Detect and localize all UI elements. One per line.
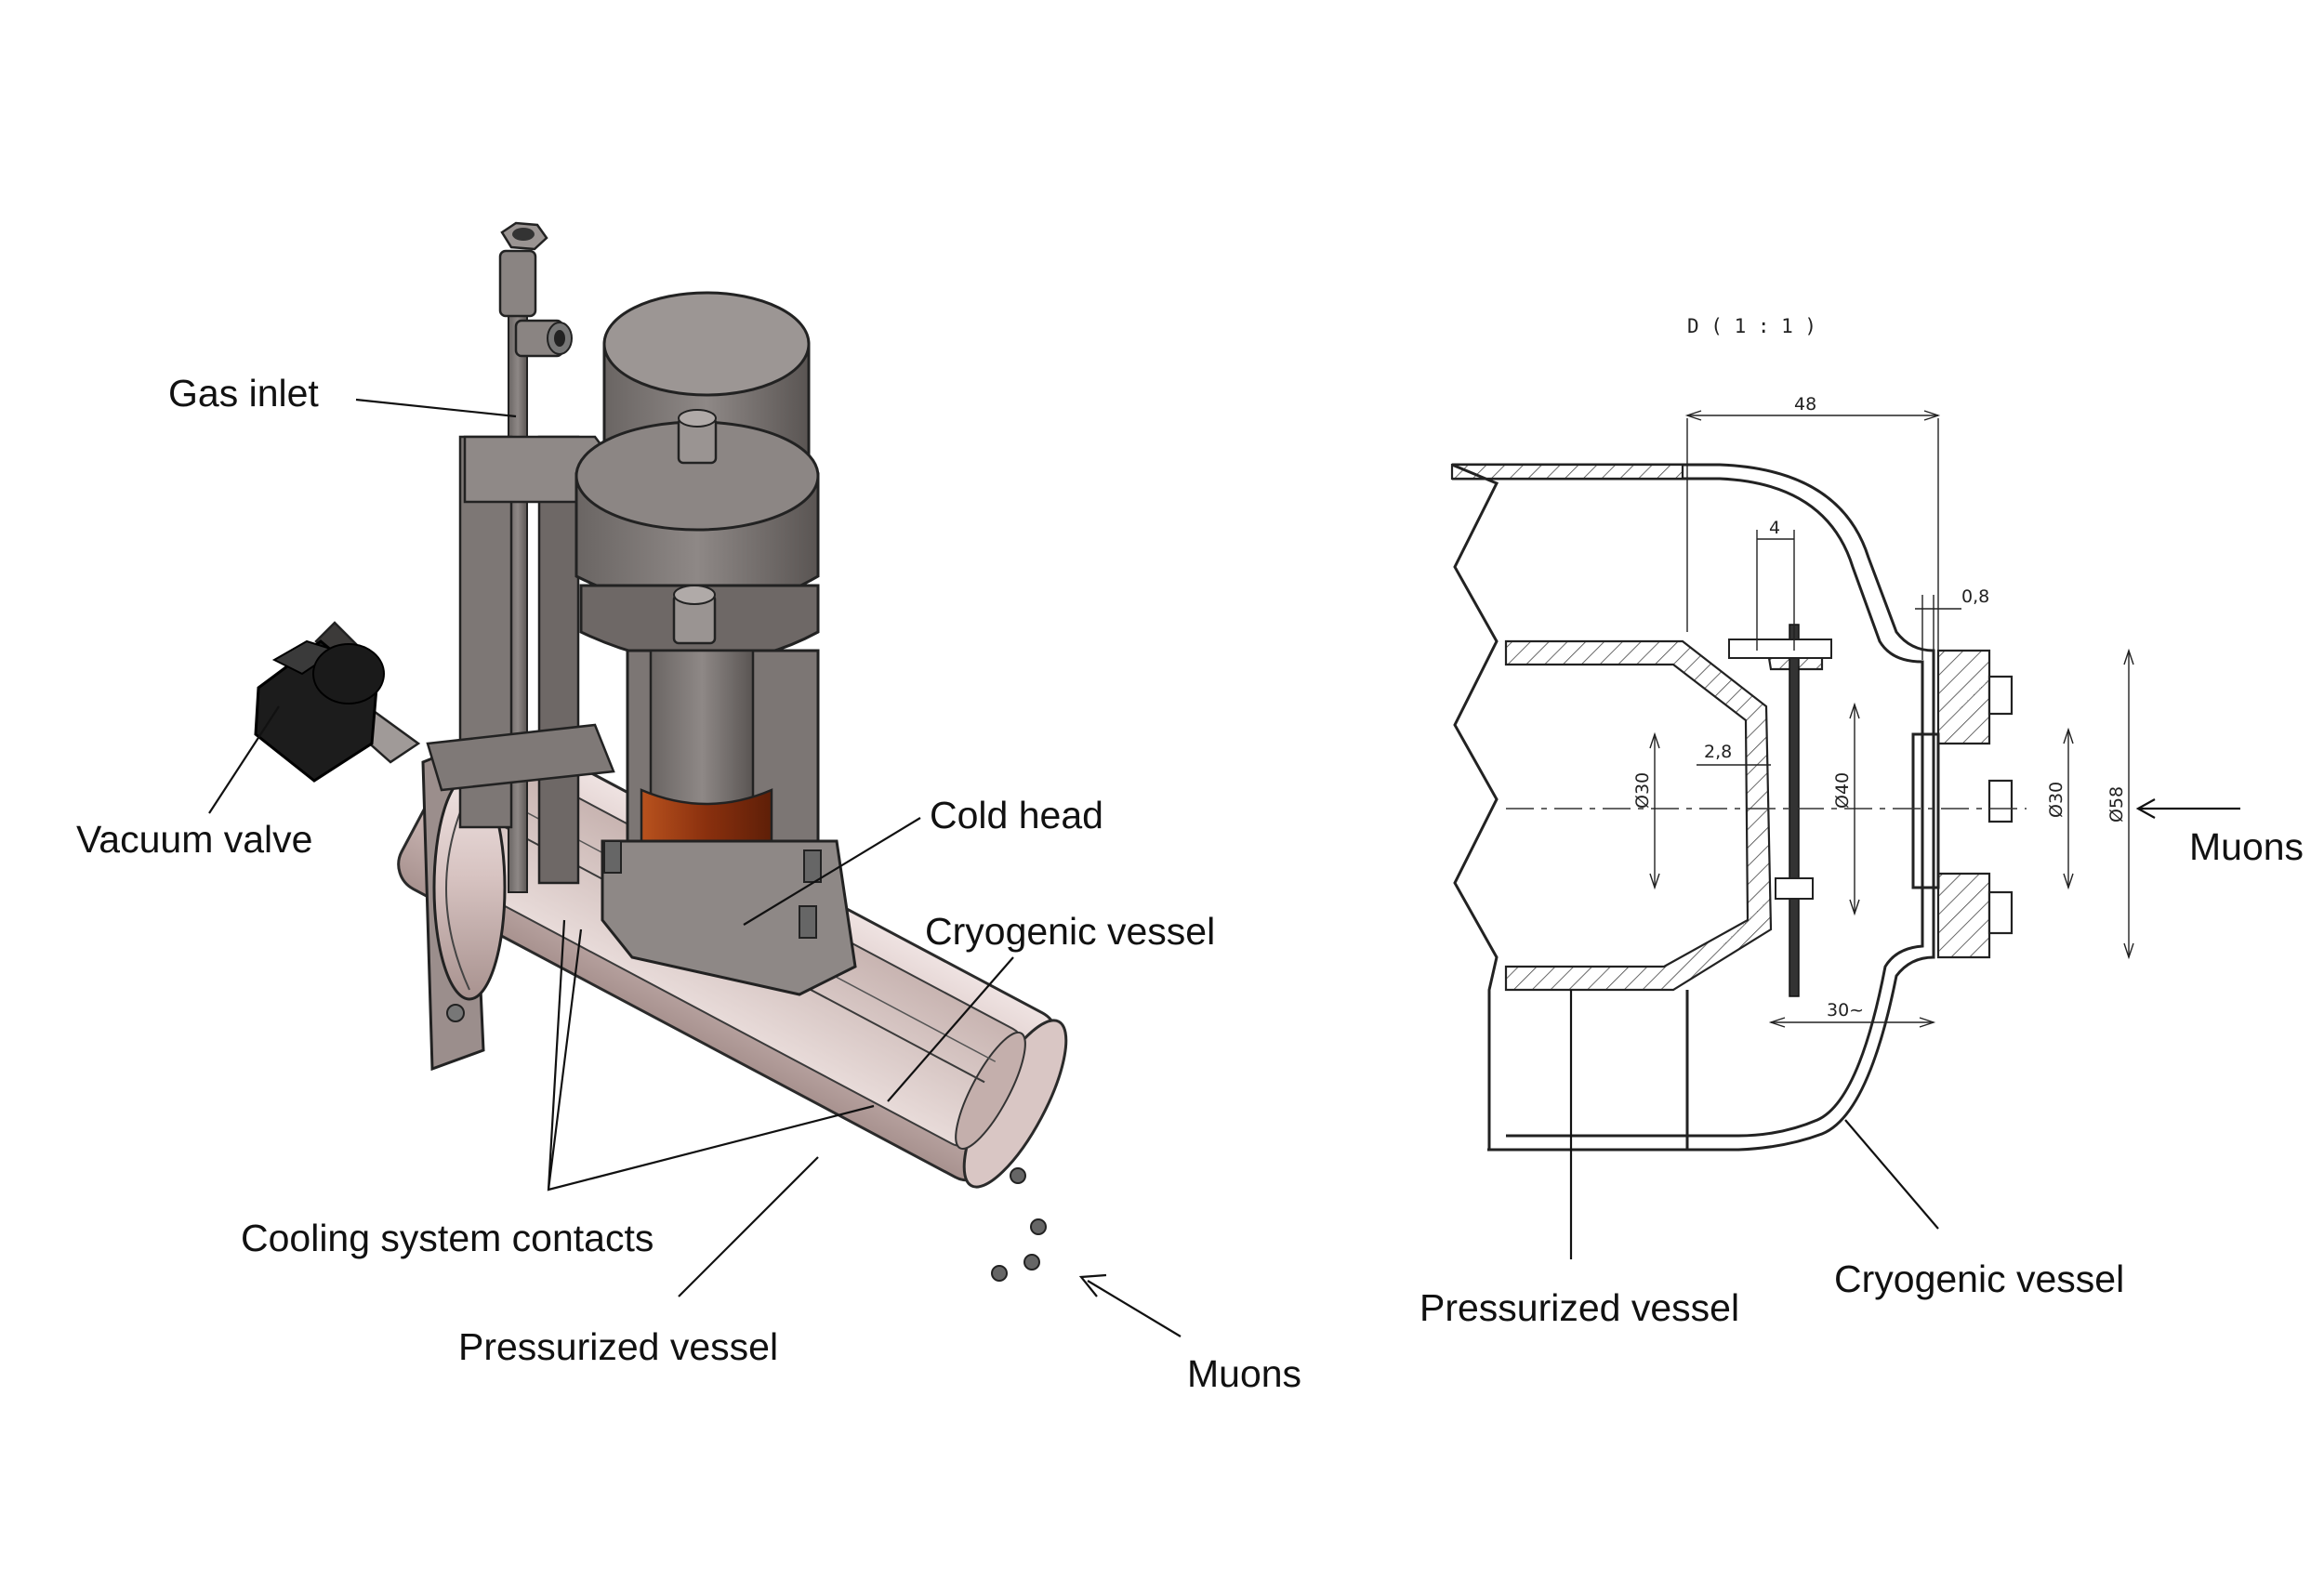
cutaway-view: [254, 221, 1068, 1282]
dim-48: 48: [1794, 394, 1816, 415]
label-muons-left: Muons: [1187, 1352, 1301, 1395]
label-cold-head: Cold head: [930, 794, 1103, 836]
left-labels: Gas inlet Vacuum valve Cold head Cryogen…: [76, 372, 1301, 1395]
bolt-upper: [1987, 675, 2014, 716]
label-cryogenic-vessel-right: Cryogenic vessel: [1834, 1257, 2124, 1300]
support-frame: [426, 435, 615, 885]
leader-cold-head: [743, 817, 921, 926]
vessel-wall-top: [1450, 463, 1684, 481]
label-cryogenic-vessel-left: Cryogenic vessel: [925, 910, 1215, 953]
arrow-muons-left: [1087, 1280, 1182, 1337]
leader-vacuum-valve: [208, 705, 280, 814]
dim-dia58: Ø58: [2106, 786, 2127, 823]
dim-30: 30~: [1827, 1000, 1864, 1020]
leader-cryogenic-vessel-left: [887, 956, 1014, 1102]
cryogenic-vessel-outline: [1452, 463, 1935, 1152]
pressurized-vessel-body: [1504, 639, 1773, 992]
label-gas-inlet: Gas inlet: [168, 372, 319, 415]
leader-gas-inlet: [355, 398, 517, 418]
scale-note: D ( 1 : 1 ): [1687, 315, 1816, 337]
bolt-lower: [1987, 890, 2014, 935]
dimension-lines: [1649, 410, 2134, 1028]
section-drawing: D ( 1 : 1 ): [1450, 315, 2134, 1152]
arrowhead-muons-left: [1078, 1273, 1107, 1297]
label-cooling-system-contacts: Cooling system contacts: [241, 1217, 654, 1259]
break-line: [1451, 463, 1499, 1150]
dim-dia30-right: Ø30: [2046, 782, 2067, 818]
dim-4: 4: [1769, 518, 1780, 538]
right-flange-lower: [1936, 872, 1991, 959]
bottom-bolt: [1775, 877, 1814, 900]
leader-cooling-contacts-2: [547, 928, 583, 1191]
leader-pressurized-vessel-left: [678, 1156, 819, 1297]
right-labels: Muons Pressurized vessel Cryogenic vesse…: [1419, 798, 2304, 1329]
dim-dia40: Ø40: [1832, 772, 1853, 809]
label-pressurized-vessel-left: Pressurized vessel: [458, 1325, 778, 1368]
vacuum-valve: [254, 621, 421, 783]
cryogenic-vessel-inner: [1452, 477, 1924, 1138]
end-cap: [991, 1167, 1047, 1282]
cold-head: [574, 291, 857, 996]
label-pressurized-vessel-right: Pressurized vessel: [1419, 1286, 1739, 1329]
dim-dia30-left: Ø30: [1632, 772, 1653, 809]
right-flange-upper: [1936, 649, 1991, 745]
arrowhead-muons-right: [2135, 798, 2156, 819]
leader-cryogenic-vessel-right: [1844, 1119, 1939, 1230]
right-window-plate: [1911, 732, 1940, 889]
window-foil: [1789, 624, 1800, 997]
top-bolt: [1728, 639, 1832, 659]
label-vacuum-valve: Vacuum valve: [76, 818, 312, 861]
dim-2-8: 2,8: [1704, 742, 1732, 762]
dim-0-8: 0,8: [1961, 586, 1989, 607]
label-muons-right: Muons: [2189, 825, 2304, 868]
bolt-middle: [1987, 779, 2014, 823]
